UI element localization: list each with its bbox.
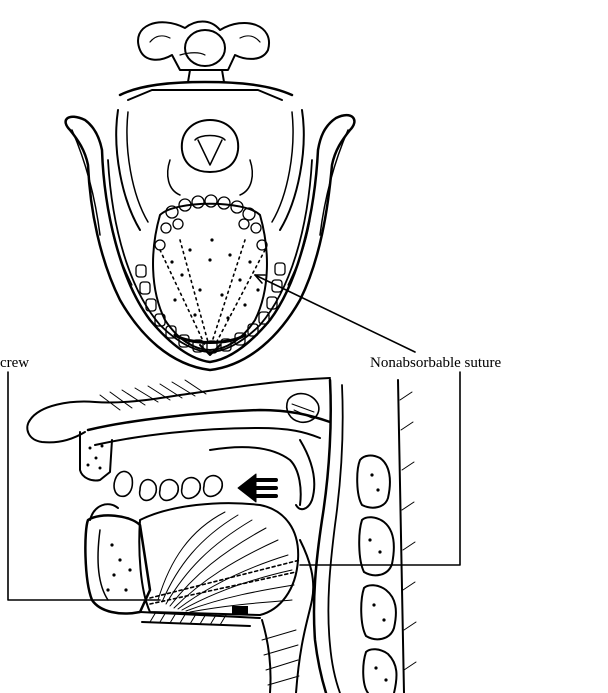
mandible-outline [66,115,355,370]
sagittal-view-illustration [27,378,416,693]
nonabsorbable-suture-label: Nonabsorbable suture [370,355,501,372]
advancement-arrow [238,474,276,502]
suture-leader-top [255,275,415,352]
suture-leader-bottom [300,372,460,565]
top-view-mandible-illustration [66,22,355,371]
cervical-spine [357,456,396,693]
cervical-vertebra-drawing [120,22,292,101]
screw-leader [8,372,160,600]
screw-label: crew [0,355,29,372]
